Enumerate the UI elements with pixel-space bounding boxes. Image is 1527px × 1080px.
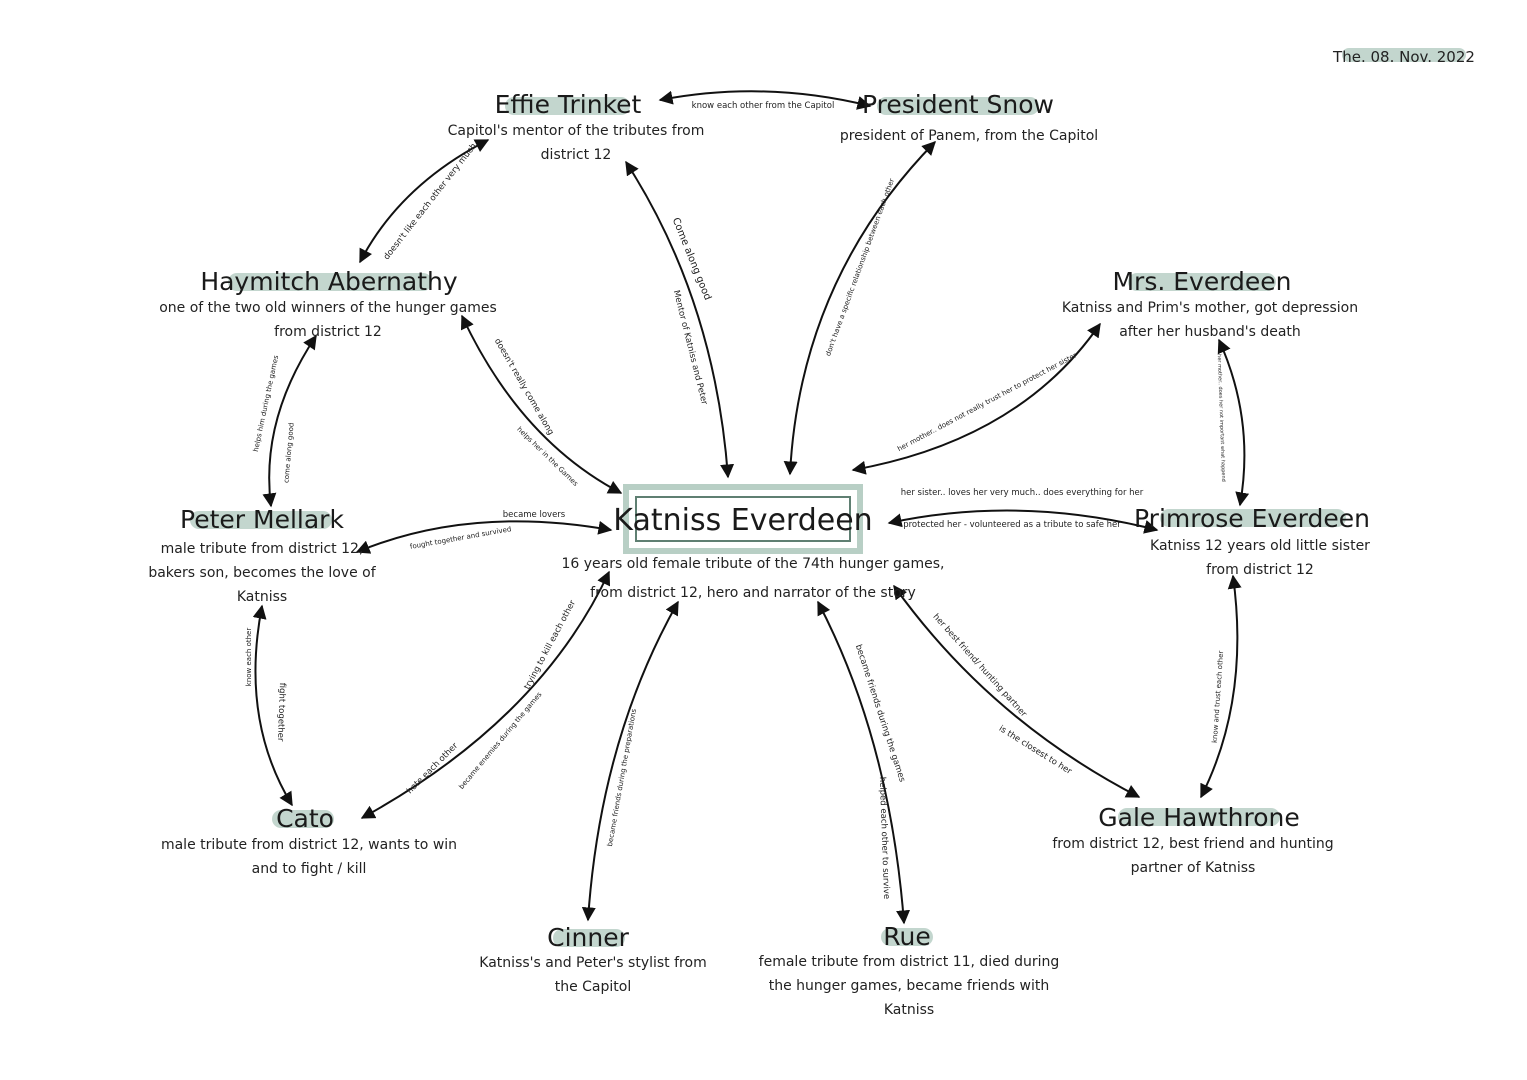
character-desc-line: from district 12, best friend and huntin… — [1052, 836, 1333, 852]
center-name: Katniss Everdeen — [613, 503, 872, 538]
rel-effie-haymitch: doesn't like each other very much — [382, 142, 479, 262]
node-peter: Peter Mellark male tribute from district… — [148, 505, 376, 605]
highlight — [553, 929, 625, 947]
character-desc-line: Katniss 12 years old little sister — [1150, 538, 1370, 554]
character-desc-line: from district 12 — [274, 324, 382, 340]
highlight — [272, 810, 334, 828]
character-desc-line: male tribute from district 12, wants to … — [161, 837, 457, 853]
arrow-mrs-katniss — [851, 322, 1101, 475]
node-katniss: Katniss Everdeen 16 years old female tri… — [562, 484, 945, 601]
arrow-effie-katniss — [625, 160, 735, 479]
rel-prim-katniss-2: protected her - volunteered as a tribute… — [903, 520, 1121, 530]
character-desc-line: after her husband's death — [1119, 324, 1301, 340]
rel-peter-cato-1: know each other — [245, 628, 253, 687]
highlight — [1118, 808, 1280, 826]
node-cinner: Cinner Katniss's and Peter's stylist fro… — [479, 923, 706, 995]
node-gale: Gale Hawthrone from district 12, best fr… — [1052, 803, 1333, 876]
arrow-effie-snow — [658, 90, 872, 110]
character-desc-line: Katniss and Prim's mother, got depressio… — [1062, 300, 1358, 316]
rel-haymitch-katniss-1: doesn't really come along — [492, 337, 556, 437]
character-desc-line: district 12 — [541, 147, 612, 163]
rel-gale-katniss-1: her best friend/ hunting partner — [931, 612, 1029, 720]
rel-mrs-prim: her mother.. does her not important what… — [1216, 354, 1226, 482]
character-name: Effie Trinket — [495, 90, 642, 119]
character-name: Cato — [276, 804, 334, 833]
node-cato: Cato male tribute from district 12, want… — [161, 804, 457, 877]
arrow-cinner-katniss — [581, 600, 679, 922]
center-frame-inner — [635, 496, 851, 542]
node-primrose: Primrose Everdeen Katniss 12 years old l… — [1134, 504, 1370, 578]
character-desc-line: the hunger games, became friends with — [769, 978, 1050, 994]
character-name: Haymitch Abernathy — [200, 267, 458, 296]
character-desc-line: female tribute from district 11, died du… — [759, 954, 1060, 970]
character-desc-line: one of the two old winners of the hunger… — [159, 300, 497, 316]
arrow-effie-haymitch — [359, 139, 490, 264]
rel-cato-katniss-3: became enemies during the games — [457, 690, 543, 791]
arrow-mrs-prim — [1217, 338, 1250, 507]
character-name: Primrose Everdeen — [1134, 504, 1370, 533]
arrow-snow-katniss — [783, 140, 936, 476]
node-rue: Rue female tribute from district 11, die… — [759, 922, 1060, 1018]
character-name: Peter Mellark — [180, 505, 344, 534]
node-haymitch: Haymitch Abernathy one of the two old wi… — [159, 267, 497, 340]
rel-gale-prim: know and trust each other — [1211, 650, 1225, 743]
rel-cato-katniss-1: trying to kill each other — [522, 598, 578, 691]
arrow-prim-katniss — [887, 509, 1159, 534]
character-desc-line: president of Panem, from the Capitol — [840, 128, 1098, 144]
highlight — [228, 273, 432, 291]
rel-effie-katniss-2: Mentor of Katniss and Peter — [671, 289, 709, 406]
center-desc-line-1: 16 years old female tribute of the 74th … — [562, 556, 945, 572]
arrow-rue-katniss — [817, 600, 911, 925]
rel-prim-katniss-1: her sister.. loves her very much.. does … — [901, 488, 1144, 498]
rel-effie-snow: know each other from the Capitol — [692, 101, 835, 111]
character-desc-line: Katniss's and Peter's stylist from — [479, 955, 706, 971]
character-name: Cinner — [547, 923, 629, 952]
character-desc-line: male tribute from district 12, — [161, 541, 364, 557]
node-effie: Effie Trinket Capitol's mentor of the tr… — [448, 90, 705, 163]
character-name: Rue — [883, 922, 930, 951]
character-name: Mrs. Everdeen — [1112, 267, 1291, 296]
rel-rue-katniss-1: became friends during the games — [853, 643, 907, 784]
rel-rue-katniss-2: helped each other to survive — [877, 777, 891, 900]
date-highlight — [1342, 48, 1466, 62]
node-mrs-everdeen: Mrs. Everdeen Katniss and Prim's mother,… — [1062, 267, 1358, 340]
highlight — [877, 97, 1039, 115]
rel-haymitch-peter-1: helps him during the games — [252, 354, 280, 452]
character-desc-line: Capitol's mentor of the tributes from — [448, 123, 705, 139]
rel-peter-katniss-1: became lovers — [503, 510, 566, 520]
arrow-gale-prim — [1200, 574, 1242, 799]
rel-snow-katniss: don't have a specific relationship betwe… — [824, 177, 896, 357]
date: The. 08. Nov. 2022 — [1332, 48, 1475, 66]
highlight — [1160, 509, 1346, 527]
highlight — [1128, 273, 1276, 291]
highlight — [190, 511, 332, 529]
character-desc-line: and to fight / kill — [252, 861, 367, 877]
arrow-gale-katniss — [893, 584, 1141, 798]
character-name: President Snow — [862, 90, 1054, 119]
arrow-peter-cato — [252, 604, 293, 807]
highlight — [881, 928, 933, 946]
character-desc-line: bakers son, becomes the love of — [148, 565, 376, 581]
character-desc-line: the Capitol — [555, 979, 632, 995]
character-desc-line: Katniss — [884, 1002, 934, 1018]
rel-mrs-katniss: her mother.. does not really trust her t… — [896, 351, 1078, 453]
character-desc-line: from district 12 — [1206, 562, 1314, 578]
node-snow: President Snow president of Panem, from … — [840, 90, 1098, 144]
rel-peter-cato-2: fight together — [275, 683, 287, 743]
arrow-haymitch-katniss — [461, 314, 623, 494]
rel-peter-katniss-2: fought together and survived — [409, 525, 512, 551]
rel-cato-katniss-2: hate each other — [405, 741, 460, 796]
arrow-peter-katniss — [355, 520, 613, 554]
highlight — [505, 97, 630, 115]
character-desc-line: partner of Katniss — [1131, 860, 1256, 876]
rel-haymitch-peter-2: come along good — [282, 422, 295, 483]
arrow-haymitch-peter — [262, 334, 317, 508]
center-desc-line-2: from district 12, hero and narrator of t… — [590, 585, 916, 601]
character-name: Gale Hawthrone — [1098, 803, 1299, 832]
character-desc-line: Katniss — [237, 589, 287, 605]
